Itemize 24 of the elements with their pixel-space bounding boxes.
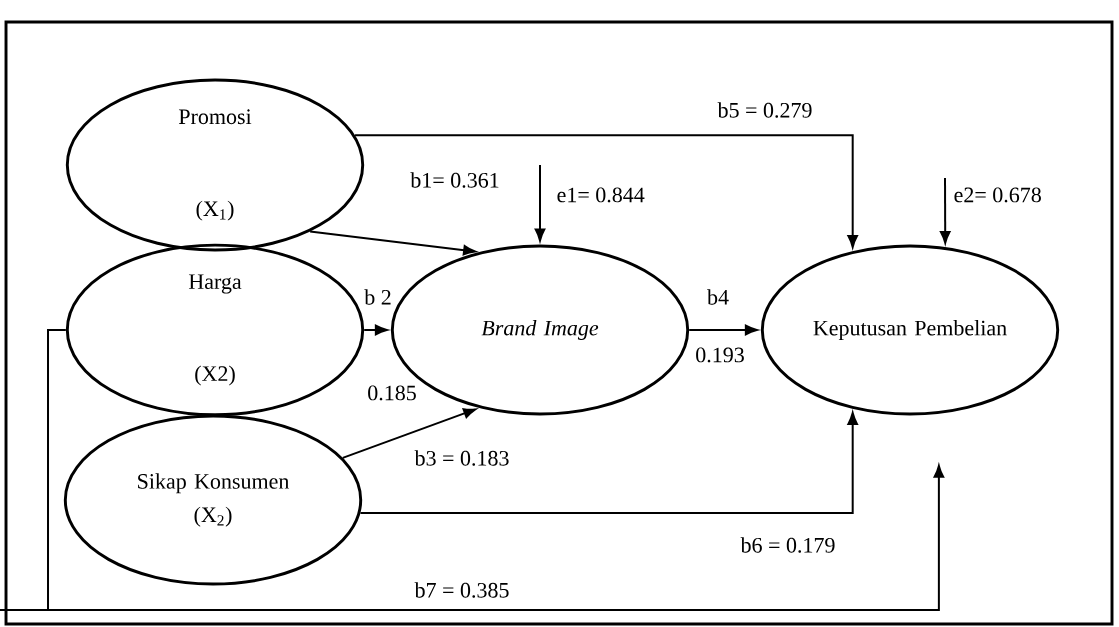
coefficient-label: 0.193 <box>696 347 744 363</box>
arrow <box>688 324 758 336</box>
arrow <box>939 177 951 244</box>
edge-label: e1= 0.844 <box>555 186 647 204</box>
edge-label: b7 = 0.385 <box>413 580 511 600</box>
arrow <box>359 412 858 514</box>
ellipse-node: Harga (X2) <box>65 243 365 417</box>
edge-label: b3 = 0.183 <box>413 448 511 468</box>
edge-label: b5 = 0.279 <box>716 100 814 120</box>
arrow <box>354 134 858 248</box>
arrow <box>0 329 945 611</box>
coefficient-label: 0.185 <box>368 385 416 401</box>
ellipse-node: Keputusan Pembelian <box>760 244 1060 416</box>
arrow <box>363 324 388 336</box>
edge-label: e2= 0.678 <box>952 186 1044 204</box>
ellipse-node: Promosi (X$_{1}$) <box>65 78 365 252</box>
arrow <box>309 230 476 256</box>
arrow <box>341 408 477 459</box>
edge-label: b 2 <box>362 287 394 307</box>
ellipse-node: Sikap Konsumen (X$_{2}$) <box>63 414 363 586</box>
arrow <box>534 164 546 242</box>
edge-label: b4 <box>705 287 731 307</box>
edge-label: b6 = 0.179 <box>739 535 837 555</box>
edge-label: b1= 0.361 <box>409 170 502 190</box>
